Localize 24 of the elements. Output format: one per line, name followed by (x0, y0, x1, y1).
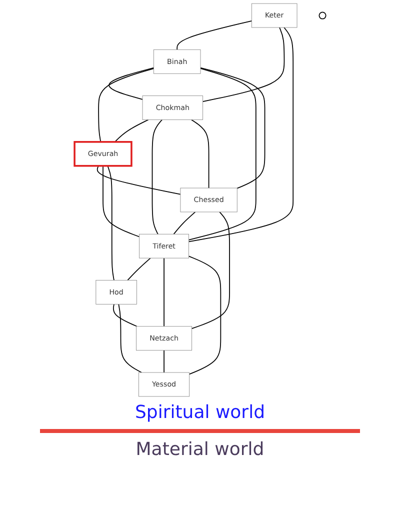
connector (112, 304, 138, 327)
connector (173, 212, 196, 235)
connector (98, 68, 154, 142)
connector (188, 68, 256, 240)
connector (96, 165, 181, 195)
connector (188, 27, 294, 242)
connector (176, 20, 252, 50)
connector (152, 119, 162, 235)
node-circle (318, 12, 326, 20)
connector (114, 119, 149, 142)
connector (163, 258, 164, 327)
connector (108, 67, 154, 100)
connector (126, 258, 151, 281)
connector (190, 119, 210, 188)
connector (163, 350, 164, 373)
connector (202, 27, 284, 102)
connector (118, 304, 142, 373)
connector (191, 212, 230, 330)
world-label: Material world (134, 439, 266, 460)
connector (102, 165, 140, 238)
world-label: Spiritual world (134, 402, 266, 423)
connector (106, 165, 114, 281)
connector (188, 256, 221, 375)
connector (200, 67, 266, 189)
